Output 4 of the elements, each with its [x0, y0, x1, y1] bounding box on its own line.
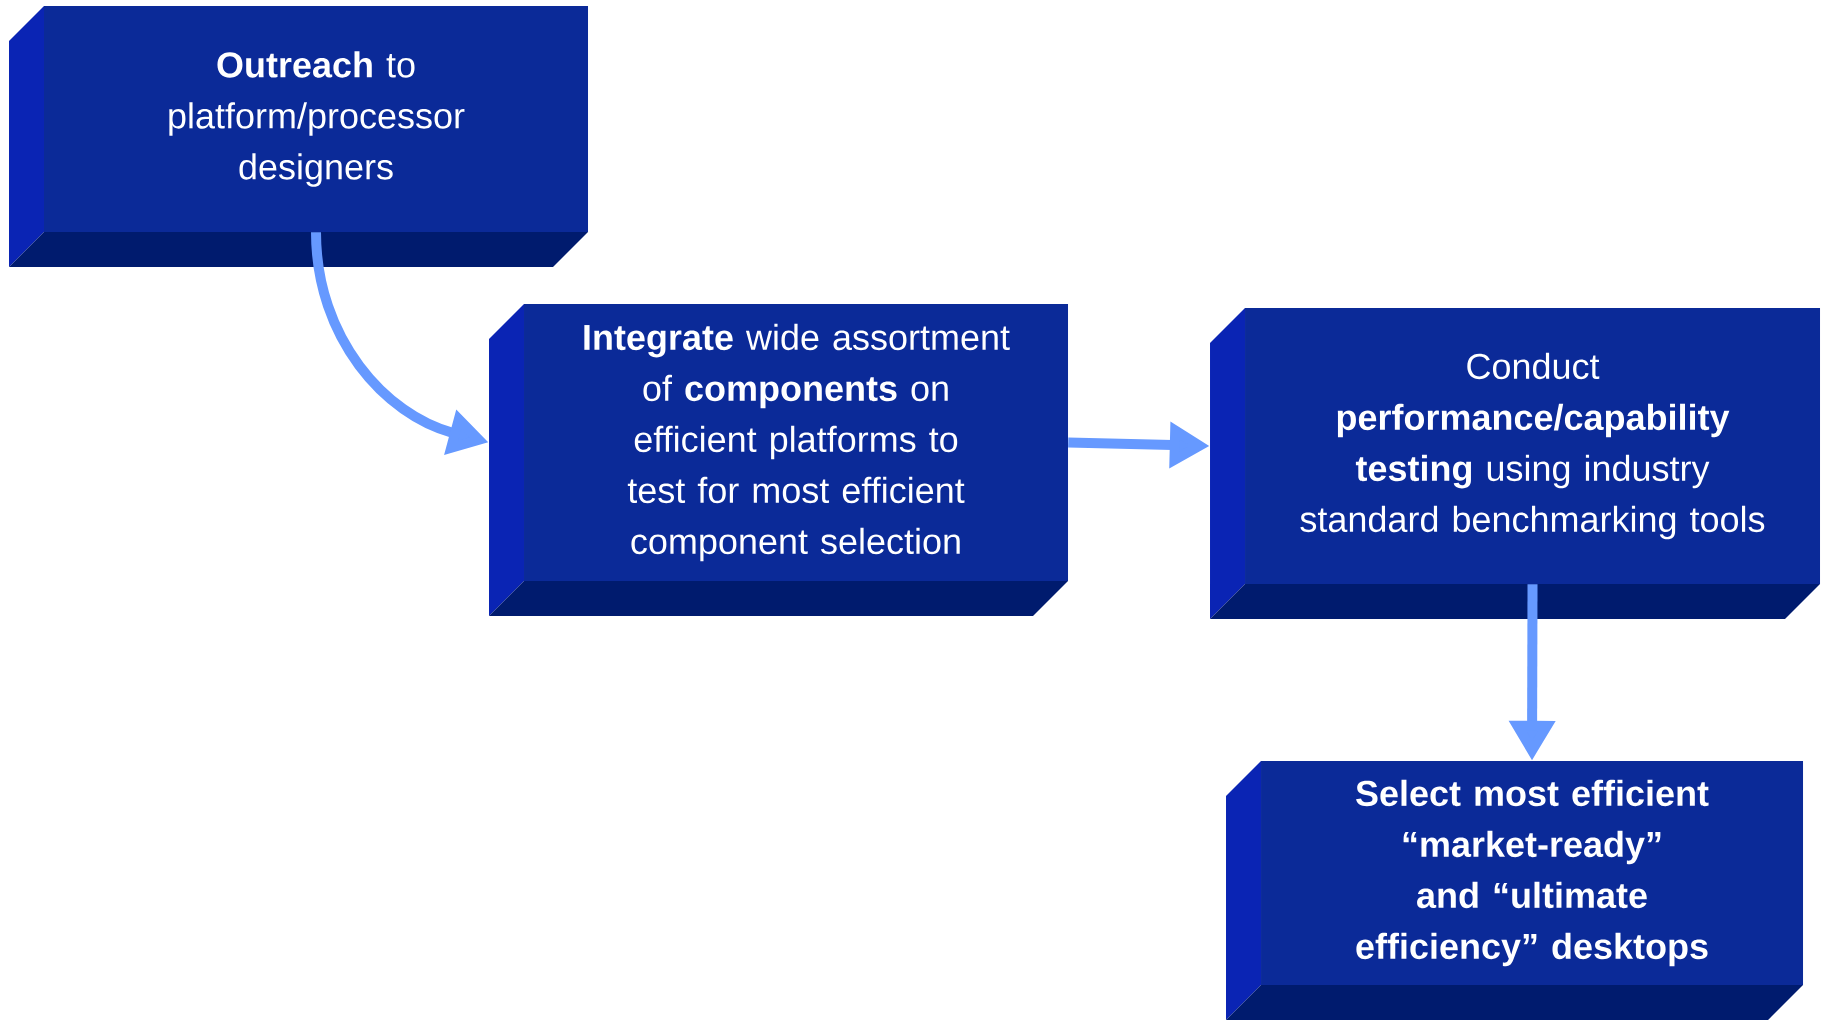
process-box: Conduct performance/capability testing using industry standard benchmarking tools	[1210, 308, 1820, 619]
process-box: Integrate wide assortment of components on efficient platforms to test for most efficient component selection	[489, 304, 1068, 616]
process-box: Outreach to platform/processor designers	[9, 6, 588, 267]
process-box: Select most efficient “market-ready” and “ultimate efficiency” desktops	[1226, 761, 1804, 1020]
